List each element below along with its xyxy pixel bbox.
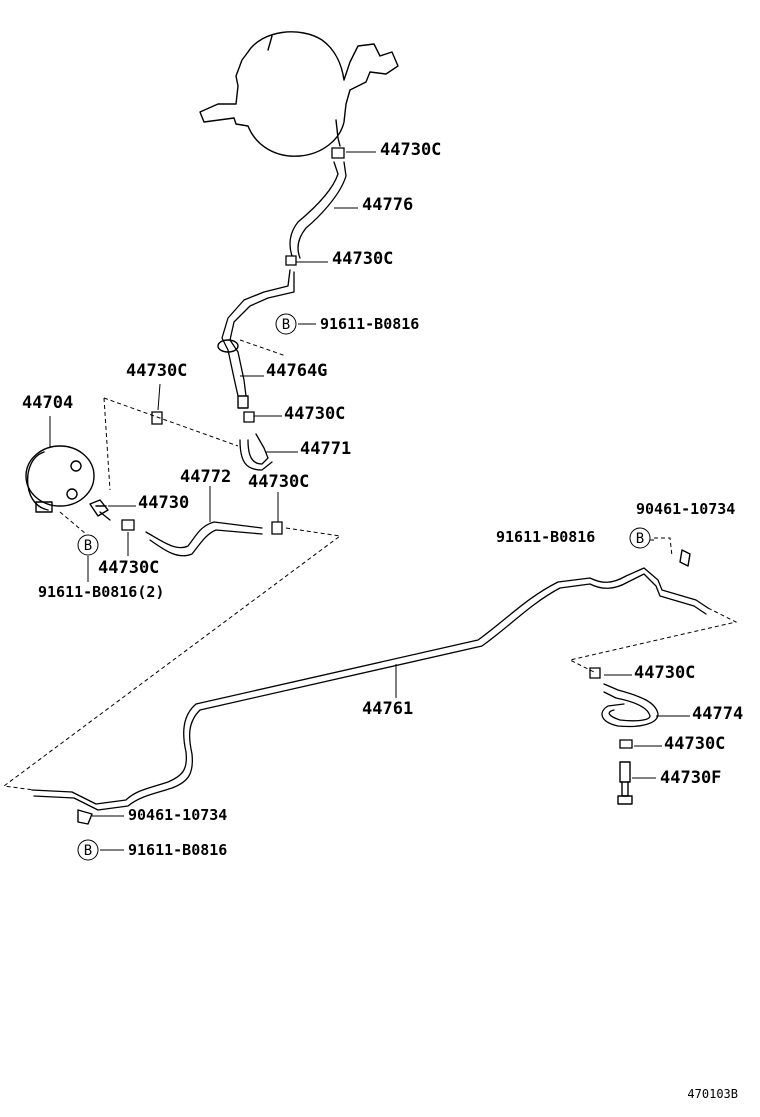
brake-booster [199, 31, 399, 157]
label-44776: 44776 [362, 195, 413, 215]
hose-44776 [285, 147, 347, 266]
dash-tank-b [59, 511, 87, 535]
vacuum-tank [25, 445, 107, 513]
label-44730f: 44730F [660, 768, 721, 788]
label-44730c-3: 44730C [126, 361, 187, 381]
dash-tank-2 [103, 397, 111, 491]
label-91611-b0816-2: 91611-B0816(2) [38, 583, 164, 601]
label-44730c-1: 44730C [380, 140, 441, 160]
label-44730c-7: 44730C [634, 663, 695, 683]
dash-right-b [654, 537, 673, 557]
bolt-bottom [77, 809, 93, 825]
label-91611-b0816-right: 91611-B0816 [496, 528, 595, 546]
label-44730c-5: 44730C [248, 472, 309, 492]
circle-b-top: B [275, 313, 297, 335]
leader-lines [49, 151, 690, 851]
svg-text:B: B [84, 843, 92, 859]
label-44774: 44774 [692, 704, 743, 724]
label-44730: 44730 [138, 493, 189, 513]
fitting-44730f [617, 761, 633, 805]
hose-44772 [145, 521, 283, 557]
svg-text:B: B [636, 531, 644, 547]
label-90461-10734-bottom: 90461-10734 [128, 806, 227, 824]
bolt-right [679, 549, 691, 567]
dash-b-top [239, 339, 287, 357]
main-pipe-44761 [31, 567, 709, 811]
label-44772: 44772 [180, 467, 231, 487]
label-91611-b0816-top: 91611-B0816 [320, 315, 419, 333]
label-44704: 44704 [22, 393, 73, 413]
label-44761: 44761 [362, 699, 413, 719]
label-90461-10734-right: 90461-10734 [636, 500, 735, 518]
dash-main-right [568, 607, 738, 673]
label-44730c-6: 44730C [98, 558, 159, 578]
hose-44774 [589, 667, 659, 749]
dash-tank-1 [103, 397, 239, 447]
dash-main-left [2, 527, 342, 791]
label-44730c-2: 44730C [332, 249, 393, 269]
hose-44771 [239, 411, 273, 471]
label-44730c-4: 44730C [284, 404, 345, 424]
label-44771: 44771 [300, 439, 351, 459]
label-44764g: 44764G [266, 361, 327, 381]
circle-b-right: B [629, 527, 651, 549]
svg-text:B: B [282, 317, 290, 333]
check-valve [89, 499, 111, 521]
figure-id: 470103B [687, 1087, 738, 1101]
label-44730c-8: 44730C [664, 734, 725, 754]
pipe-44764g [217, 269, 295, 409]
svg-text:B: B [84, 538, 92, 554]
circle-b-left: B [77, 534, 99, 556]
clamp-44730c-a [151, 411, 163, 425]
clamp-44730c-b [121, 519, 135, 531]
label-91611-b0816-bottom: 91611-B0816 [128, 841, 227, 859]
circle-b-bottom: B [77, 839, 99, 861]
